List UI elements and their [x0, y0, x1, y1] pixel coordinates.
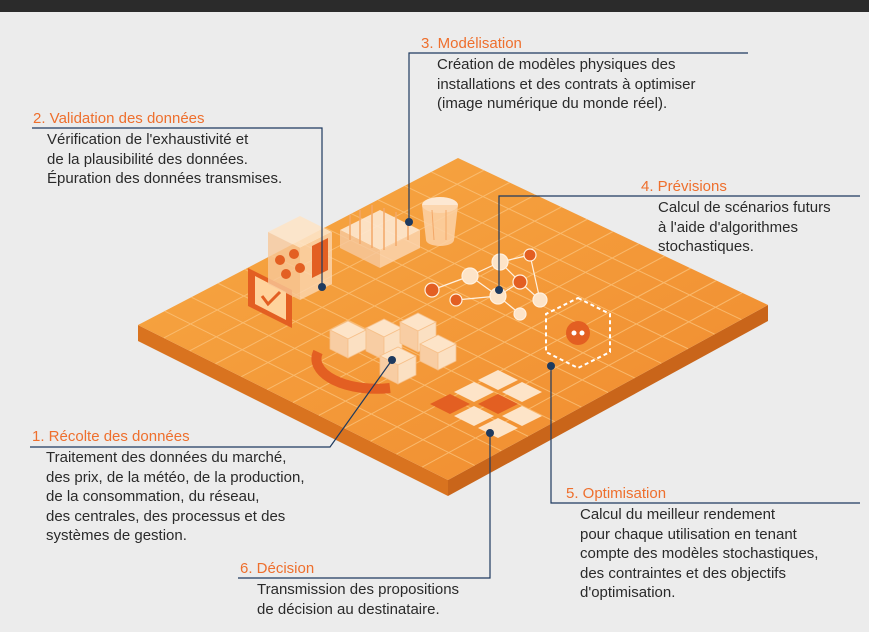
step-validation-text: Vérification de l'exhaustivité et de la … — [47, 131, 283, 187]
step-decision: 6. Décision Transmission des proposition… — [240, 560, 459, 619]
board-grid-line — [421, 292, 743, 468]
step-validation: 2. Validation des données Vérification d… — [33, 110, 282, 189]
validation-objects — [248, 216, 332, 328]
step-previsions-title: 4. Prévisions — [641, 178, 727, 195]
modelisation-objects — [340, 197, 458, 268]
step-modelisation: 3. Modélisation Création de modèles phys… — [421, 35, 695, 114]
board-grid-line — [396, 280, 717, 455]
step-optimisation-title: 5. Optimisation — [566, 485, 667, 502]
leader-dots — [318, 218, 555, 437]
step-previsions-text: Calcul de scénarios futurs à l'aide d'al… — [658, 199, 831, 255]
top-bar — [0, 0, 869, 12]
prevision-network — [424, 248, 548, 321]
step-optimisation-text: Calcul du meilleur rendement pour chaque… — [580, 506, 819, 601]
board-top — [138, 158, 768, 480]
step-recolte-title: 1. Récolte des données — [32, 428, 190, 445]
decision-tiles — [430, 370, 542, 438]
step-decision-text: Transmission des propositions de décisio… — [257, 581, 460, 618]
step-previsions: 4. Prévisions Calcul de scénarios futurs… — [641, 178, 831, 257]
board-grid-line — [431, 171, 742, 321]
step-validation-title: 2. Validation des données — [33, 110, 205, 127]
recolte-objects — [311, 312, 457, 394]
leader-lines — [30, 52, 860, 579]
step-optimisation: 5. Optimisation Calcul du meilleur rende… — [566, 485, 818, 603]
optimisation-object — [545, 296, 611, 370]
step-recolte-text: Traitement des données du marché, des pr… — [46, 449, 305, 544]
step-recolte: 1. Récolte des données Traitement des do… — [32, 428, 305, 546]
step-modelisation-title: 3. Modélisation — [421, 35, 522, 52]
step-decision-title: 6. Décision — [240, 560, 315, 577]
step-modelisation-text: Création de modèles physiques des instal… — [437, 56, 696, 112]
